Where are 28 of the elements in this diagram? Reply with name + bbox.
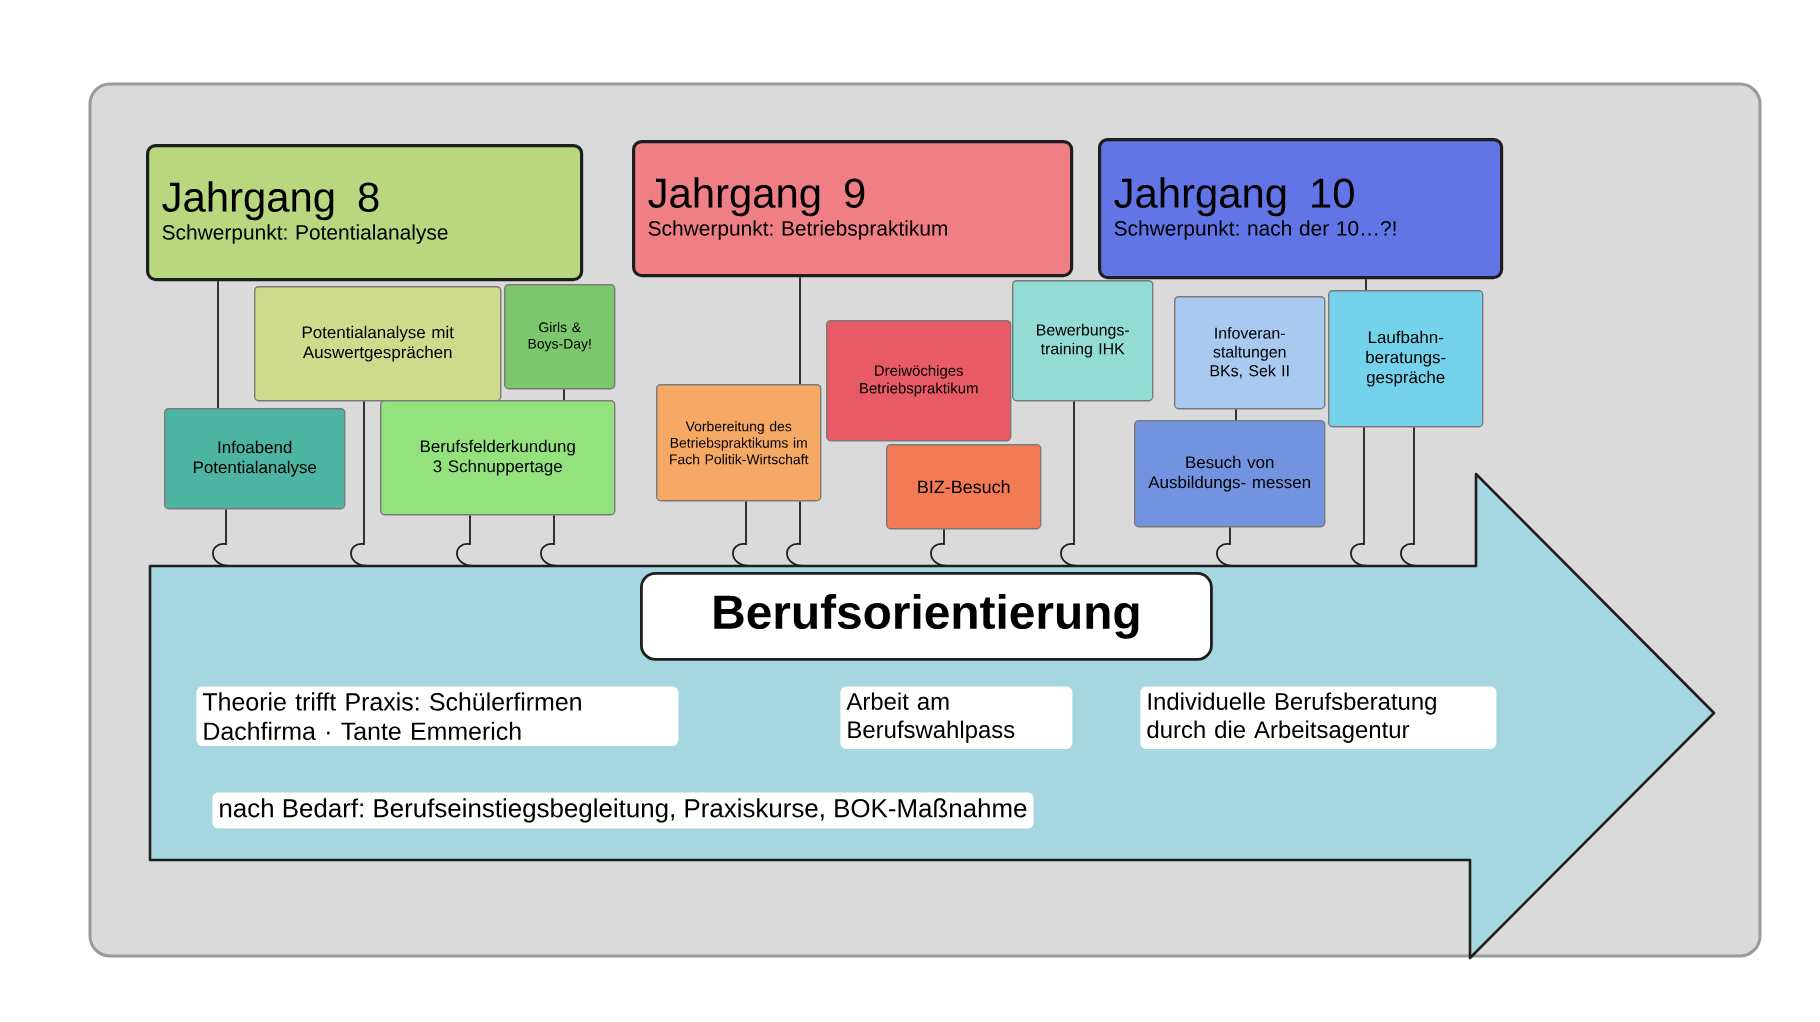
note-box: BIZ-Besuch: [886, 444, 1042, 530]
note-box: Potentialanalyse mit Auswertgesprächen: [254, 286, 502, 402]
connector-line: [563, 388, 565, 401]
connector-line: [1235, 408, 1237, 421]
note-box: Besuch von Ausbildungs- messen: [1134, 420, 1326, 528]
hanging-line: [786, 500, 805, 567]
hanging-line: [1350, 426, 1369, 567]
connector-line: [1365, 278, 1367, 291]
hanging-line: [1400, 426, 1419, 567]
note-box: Berufsfelderkundung 3 Schnuppertage: [380, 400, 616, 516]
heading-box: Berufsorientierung: [640, 572, 1213, 661]
hanging-line: [212, 508, 231, 567]
highlighted-text: Theorie trifft Praxis: Schülerfirmen Dachfirma · Tante Emmerich: [196, 686, 679, 747]
hanging-line: [732, 500, 751, 567]
connector-line: [799, 276, 801, 385]
note-box: Laufbahn- beratungs- gespräche: [1328, 290, 1484, 428]
header-box: Jahrgang 10 Schwerpunkt: nach der 10…?!: [1098, 138, 1504, 280]
highlighted-text: Arbeit am Berufswahlpass: [840, 686, 1073, 749]
highlighted-text: nach Bedarf: Berufseinstiegsbegleitung, Praxiskurse, BOK-Maßnahme: [212, 792, 1034, 829]
header-box: Jahrgang 9 Schwerpunkt: Betriebspraktikum: [632, 140, 1074, 278]
note-box: Infoabend Potentialanalyse: [164, 408, 346, 510]
header-box: Jahrgang 8 Schwerpunkt: Potentialanalyse: [146, 144, 584, 282]
hanging-line: [540, 514, 559, 567]
hanging-line: [350, 400, 369, 567]
connector-line: [217, 280, 219, 409]
hanging-line: [456, 514, 475, 567]
hanging-line: [1060, 400, 1079, 567]
highlighted-text: Individuelle Berufsberatung durch die Arbeitsagentur: [1140, 686, 1497, 749]
